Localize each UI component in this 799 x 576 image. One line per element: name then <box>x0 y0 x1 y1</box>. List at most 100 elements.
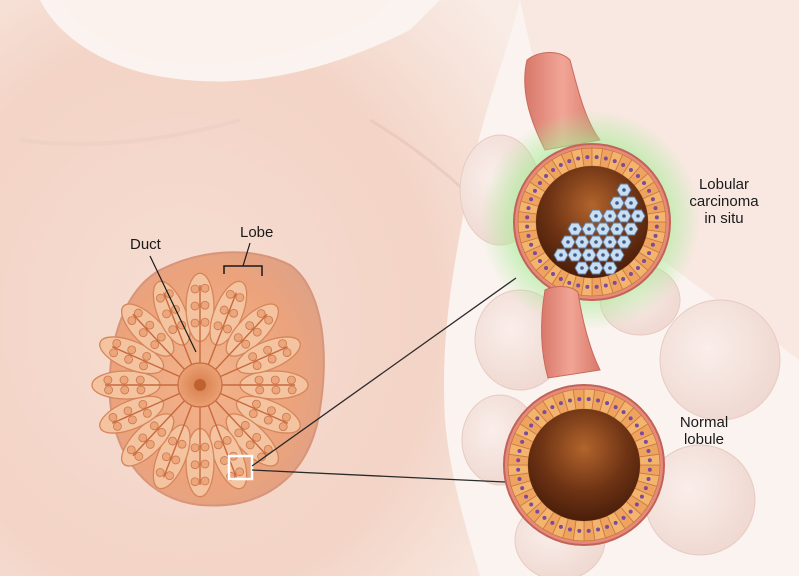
lobule <box>252 327 262 337</box>
lobule <box>127 415 137 425</box>
lobule <box>190 284 200 294</box>
lobule <box>223 324 232 334</box>
cell-nucleus <box>525 224 530 229</box>
cell-nucleus <box>535 416 540 421</box>
cell-nucleus <box>526 233 531 238</box>
cell-nucleus <box>639 431 644 436</box>
cell-nucleus <box>603 156 608 161</box>
cell-nucleus <box>529 242 534 247</box>
lobule <box>248 409 258 419</box>
lobule <box>108 413 118 422</box>
cell-nucleus <box>594 284 599 289</box>
cell-nucleus <box>516 458 521 463</box>
lobule <box>200 459 210 469</box>
lobule <box>278 422 288 432</box>
cell-nucleus <box>613 405 618 410</box>
cell-nucleus <box>603 283 608 288</box>
neck-shadow <box>60 0 390 65</box>
cell-nucleus <box>532 188 537 193</box>
cell-nucleus <box>517 448 522 453</box>
cancer-cell-nucleus <box>636 214 640 218</box>
cell-nucleus <box>647 251 652 256</box>
cell-nucleus <box>537 258 542 263</box>
cancer-cell-nucleus <box>622 214 626 218</box>
lobule <box>252 432 262 442</box>
lobule <box>155 468 165 477</box>
lobule <box>145 440 155 449</box>
lobule <box>200 317 210 327</box>
lobule <box>139 361 148 371</box>
cancer-cell-nucleus <box>629 201 633 205</box>
lobule <box>200 476 210 486</box>
lcis-lobule <box>480 52 700 330</box>
lobule <box>225 289 235 299</box>
lobule <box>123 406 133 416</box>
lobule <box>145 320 155 330</box>
lobule <box>138 399 148 409</box>
lobule <box>254 375 264 385</box>
cell-nucleus <box>585 284 590 289</box>
cell-nucleus <box>529 502 534 507</box>
lobule <box>168 325 178 335</box>
lobule <box>229 308 239 318</box>
leader-to-lcis <box>251 277 517 467</box>
lobule <box>234 428 244 438</box>
cell-nucleus <box>628 416 633 421</box>
cancer-cell-nucleus <box>559 253 563 257</box>
duct-line <box>207 403 238 478</box>
cancer-cell-nucleus <box>594 266 598 270</box>
cell-nucleus <box>576 283 581 288</box>
lobule <box>127 316 137 326</box>
lobule <box>127 345 137 355</box>
cell-nucleus <box>596 398 601 403</box>
lobule <box>200 442 210 452</box>
lobule <box>287 375 296 385</box>
lobule <box>171 455 181 465</box>
cancer-cell-nucleus <box>580 240 584 244</box>
lobule <box>282 348 292 357</box>
lobule <box>190 460 200 470</box>
cancer-cell-nucleus <box>594 214 598 218</box>
cell-nucleus <box>525 215 530 220</box>
label-duct: Duct <box>130 236 161 253</box>
nipple-center <box>194 379 206 391</box>
lobule <box>271 385 281 395</box>
cell-nucleus <box>621 162 626 167</box>
cancer-cell-nucleus <box>594 240 598 244</box>
cancer-cell-nucleus <box>608 266 612 270</box>
cancer-cell-nucleus <box>601 227 605 231</box>
cell-nucleus <box>544 265 549 270</box>
lobule <box>142 408 152 418</box>
cell-nucleus <box>542 515 547 520</box>
lobule <box>138 433 148 443</box>
lobule <box>168 436 177 446</box>
lobule <box>263 444 273 454</box>
cancer-cell-nucleus <box>608 214 612 218</box>
lobule <box>190 477 200 487</box>
cell-nucleus <box>517 477 522 482</box>
lobule <box>190 301 200 311</box>
lobule <box>157 427 167 437</box>
normal-lobule <box>503 286 665 546</box>
lobule <box>133 308 143 318</box>
lobule <box>155 293 165 303</box>
lobule <box>190 318 200 328</box>
lobule <box>112 338 122 348</box>
lobule <box>134 452 144 461</box>
lobule <box>156 332 166 342</box>
cell-nucleus <box>643 439 648 444</box>
lobule <box>190 443 200 453</box>
cell-nucleus <box>526 206 531 211</box>
cancer-cell-nucleus <box>615 201 619 205</box>
lobule <box>245 440 255 450</box>
cell-nucleus <box>558 401 563 406</box>
label-lobe: Lobe <box>240 224 274 241</box>
lobule <box>109 348 119 358</box>
cell-nucleus <box>628 167 633 172</box>
cell-nucleus <box>605 524 610 529</box>
lobule <box>119 375 129 385</box>
cell-nucleus <box>558 277 563 282</box>
cell-nucleus <box>558 524 563 529</box>
lobule <box>222 435 232 445</box>
